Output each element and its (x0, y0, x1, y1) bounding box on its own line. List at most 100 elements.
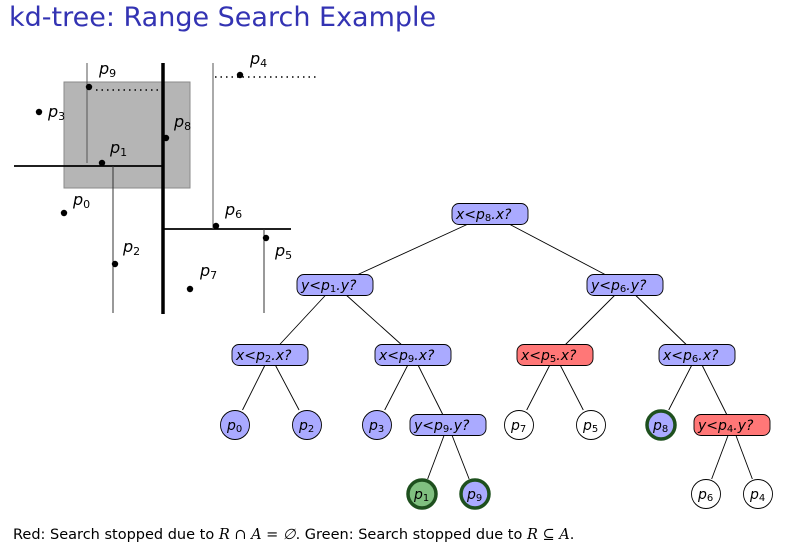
split-node-box (658, 344, 736, 366)
tree-split-node: y<p1.y? (296, 274, 374, 296)
tree-edge-n_r-n_rr (634, 294, 688, 346)
leaf-circle (504, 410, 534, 440)
point-p2 (111, 260, 119, 268)
leaf-label: p8 (652, 418, 668, 435)
point-label-p4: p4 (249, 49, 267, 70)
caption-end: . (569, 527, 575, 543)
split-node-box (374, 344, 452, 366)
caption-green-math: R ⊆ A (526, 527, 570, 543)
tree-leaf-p3: p3 (362, 410, 392, 440)
point-p5 (262, 234, 270, 242)
split-node-box (451, 203, 529, 225)
split-node-label: x<p6.x? (662, 348, 719, 365)
tree-edge-n_ll-leaf_p2 (274, 364, 300, 411)
tree-edge-n_l-n_ll (278, 294, 327, 346)
caption-red-prefix: Red: Search stopped due to (13, 527, 219, 543)
point-p0 (60, 209, 68, 217)
tree-leaf-p7: p7 (504, 410, 534, 440)
tree-edge-n_r-n_rl (564, 294, 616, 346)
tree-leaf-p1: p1 (406, 478, 438, 510)
tree-edge-n_lr-n_lrr (417, 364, 444, 416)
tree-leaf-p2: p2 (292, 410, 322, 440)
point-label-p6: p6 (224, 200, 242, 221)
leaf-circle (645, 409, 677, 441)
point-label-p9: p9 (98, 59, 116, 80)
leaf-label: p7 (510, 418, 526, 435)
tree-split-node: x<p6.x? (658, 344, 736, 366)
split-node-label: y<p4.y? (697, 418, 754, 435)
leaf-label: p2 (298, 418, 314, 435)
tree-edge-n_lrr-leaf_p1 (427, 434, 445, 480)
leaf-label: p3 (368, 418, 384, 435)
tree-split-node: y<p6.y? (586, 274, 664, 296)
tree-edge-n_l-n_lr (345, 294, 403, 346)
leaf-circle (743, 479, 773, 509)
leaf-circle (292, 410, 322, 440)
tree-edge-n_lr-leaf_p3 (384, 364, 409, 411)
leaf-circle (691, 479, 721, 509)
leaf-label: p9 (466, 487, 482, 504)
split-node-label: y<p1.y? (300, 278, 357, 295)
leaf-label: p0 (226, 418, 242, 435)
tree-edge-n_rl-leaf_p7 (526, 364, 551, 411)
tree-split-node: x<p9.x? (374, 344, 452, 366)
caption-red-math: R ∩ A = ∅ (218, 527, 296, 543)
tree-edge-n_rrr-leaf_p6 (711, 434, 729, 480)
plane-partition: p0 p1 p2 p3 p4 p5 p6 p7 p8 p9 (14, 49, 316, 314)
split-node-box (296, 274, 374, 296)
leaf-circle (459, 478, 491, 510)
split-node-box (586, 274, 664, 296)
point-p3 (35, 108, 43, 116)
point-p9 (85, 83, 93, 91)
tree-leaf-p9: p9 (459, 478, 491, 510)
tree-leaf-p4: p4 (743, 479, 773, 509)
point-p6 (212, 222, 220, 230)
tree-edge-n_lrr-leaf_p9 (451, 434, 470, 480)
tree-edge-n_rl-leaf_p5 (559, 364, 584, 411)
tree-edge-n_rr-n_rrr (701, 364, 728, 416)
point-p8 (162, 134, 170, 142)
point-label-p5: p5 (274, 241, 292, 262)
tree-edge-n_root-n_l (356, 223, 469, 276)
split-node-label: x<p5.x? (520, 348, 577, 365)
split-node-label: y<p9.y? (413, 418, 470, 435)
tree-edge-n_rr-leaf_p8 (668, 364, 693, 411)
point-label-p0: p0 (72, 190, 90, 211)
tree-edge-n_rrr-leaf_p4 (735, 434, 753, 480)
caption: Red: Search stopped due to R ∩ A = ∅. Gr… (13, 527, 574, 543)
point-p7 (186, 285, 194, 293)
tree-leaf-p6: p6 (691, 479, 721, 509)
point-p4 (236, 71, 244, 79)
tree-leaf-p0: p0 (220, 410, 250, 440)
leaf-label: p5 (582, 418, 598, 435)
point-label-p8: p8 (173, 112, 191, 133)
leaf-label: p1 (413, 487, 429, 504)
tree-edge-n_ll-leaf_p0 (242, 364, 266, 411)
leaf-circle (220, 410, 250, 440)
tree-split-node: x<p2.x? (231, 344, 309, 366)
tree-nodes: x<p8.x? y<p1.y? y<p6.y? x<p2.x? x<p9.x? x<p5.… (220, 203, 773, 510)
split-node-label: x<p9.x? (378, 348, 435, 365)
split-node-box (516, 344, 594, 366)
tree-split-node: x<p8.x? (451, 203, 529, 225)
tree-edge-n_root-n_r (508, 223, 607, 276)
leaf-label: p6 (697, 487, 713, 504)
point-label-p1: p1 (109, 138, 127, 159)
split-node-box (409, 414, 487, 436)
caption-mid: . Green: Search stopped due to (295, 527, 527, 543)
split-node-box (231, 344, 309, 366)
point-label-p3: p3 (47, 102, 65, 123)
point-label-p2: p2 (122, 237, 140, 258)
slide-title: kd-tree: Range Search Example (9, 2, 437, 33)
point-p1 (98, 159, 106, 167)
tree-edges (242, 223, 753, 480)
tree-leaf-p5: p5 (576, 410, 606, 440)
leaf-label: p4 (749, 487, 765, 504)
split-node-label: y<p6.y? (590, 278, 647, 295)
leaf-circle (406, 478, 438, 510)
split-node-box (693, 414, 771, 436)
tree-split-node: y<p9.y? (409, 414, 487, 436)
split-node-label: x<p2.x? (235, 348, 292, 365)
point-label-p7: p7 (199, 261, 217, 282)
